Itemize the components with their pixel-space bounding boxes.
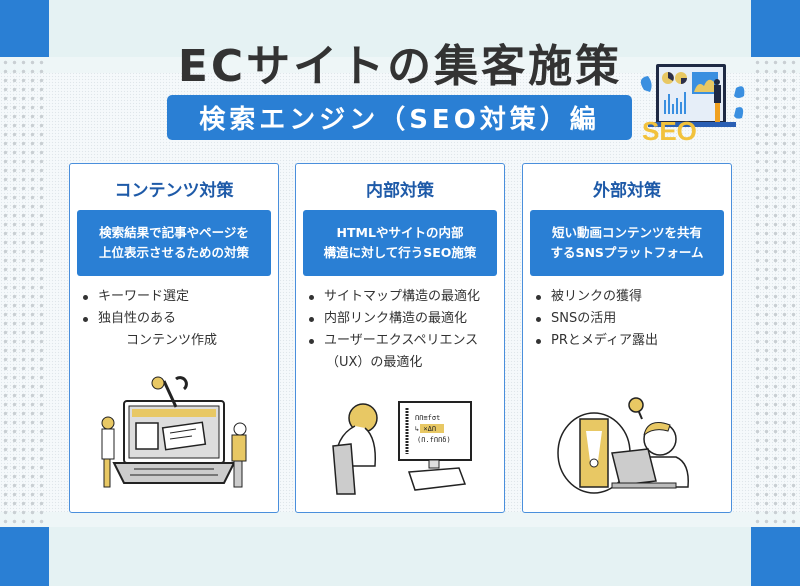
bottom-band: [0, 527, 800, 586]
list-item: 被リンクの獲得: [533, 286, 725, 308]
people-fixing-laptop-icon: [94, 371, 254, 500]
top-band-fade: [0, 57, 800, 73]
svg-text:SEO: SEO: [642, 116, 697, 145]
corner-block-bottom-right: [751, 527, 800, 586]
subtitle-banner: 検索エンジン（SEO対策）編: [167, 95, 632, 140]
dot-pattern-left: [0, 57, 48, 527]
card-title: 内部対策: [366, 181, 434, 201]
list-item: 内部リンク構造の最適化: [306, 308, 498, 330]
list-item: PRとメディア露出: [533, 330, 725, 352]
dot-pattern-right: [752, 57, 800, 527]
card-external-seo: 外部対策 短い動画コンテンツを共有 するSNSプラットフォーム 被リンクの獲得 …: [522, 163, 732, 513]
card-description-line: 短い動画コンテンツを共有: [551, 225, 702, 240]
card-title: 外部対策: [593, 181, 661, 201]
corner-block-top-right: [751, 0, 800, 57]
svg-text:↳ ×ΔՈ: ↳ ×ΔՈ: [415, 425, 436, 433]
seo-presentation-icon: SEO: [636, 60, 746, 146]
card-description: 短い動画コンテンツを共有 するSNSプラットフォーム: [530, 210, 724, 276]
card-bullet-list: キーワード選定 独自性のあるコンテンツ作成: [80, 286, 272, 352]
card-description-line: 構造に対して行うSEO施策: [323, 245, 477, 260]
card-internal-seo: 内部対策 HTMLやサイトの内部 構造に対して行うSEO施策 サイトマップ構造の…: [295, 163, 505, 513]
svg-text:ՈՈ≡fσt: ՈՈ≡fσt: [415, 414, 440, 422]
list-item: 独自性のあるコンテンツ作成: [80, 308, 272, 352]
list-item: キーワード選定: [80, 286, 272, 308]
card-description: HTMLやサイトの内部 構造に対して行うSEO施策: [303, 210, 497, 276]
card-description-line: するSNSプラットフォーム: [550, 245, 704, 260]
card-description: 検索結果で記事やページを 上位表示させるための対策: [77, 210, 271, 276]
card-description-line: 検索結果で記事やページを: [99, 225, 249, 240]
card-title: コンテンツ対策: [114, 181, 234, 201]
bottom-band-fade: [0, 512, 800, 527]
top-band: [0, 0, 800, 57]
page-title: ECサイトの集客施策: [177, 41, 623, 92]
list-item: SNSの活用: [533, 308, 725, 330]
corner-block-top-left: [0, 0, 49, 57]
card-description-line: HTMLやサイトの内部: [336, 225, 464, 240]
list-item: ユーザーエクスペリエンス（UX）の最適化: [306, 330, 498, 374]
person-coding-at-computer-icon: ՈՈ≡fσt ↳ ×ΔՈ (Ո.fՈՈδ): [325, 396, 475, 500]
list-item: サイトマップ構造の最適化: [306, 286, 498, 308]
person-with-phone-app-icon: [552, 391, 702, 500]
corner-block-bottom-left: [0, 527, 49, 586]
card-bullet-list: 被リンクの獲得 SNSの活用 PRとメディア露出: [533, 286, 725, 352]
card-description-line: 上位表示させるための対策: [98, 245, 249, 260]
card-bullet-list: サイトマップ構造の最適化 内部リンク構造の最適化 ユーザーエクスペリエンス（UX…: [306, 286, 498, 374]
svg-text:(Ո.fՈՈδ): (Ո.fՈՈδ): [417, 436, 451, 444]
card-content-seo: コンテンツ対策 検索結果で記事やページを 上位表示させるための対策 キーワード選…: [69, 163, 279, 513]
